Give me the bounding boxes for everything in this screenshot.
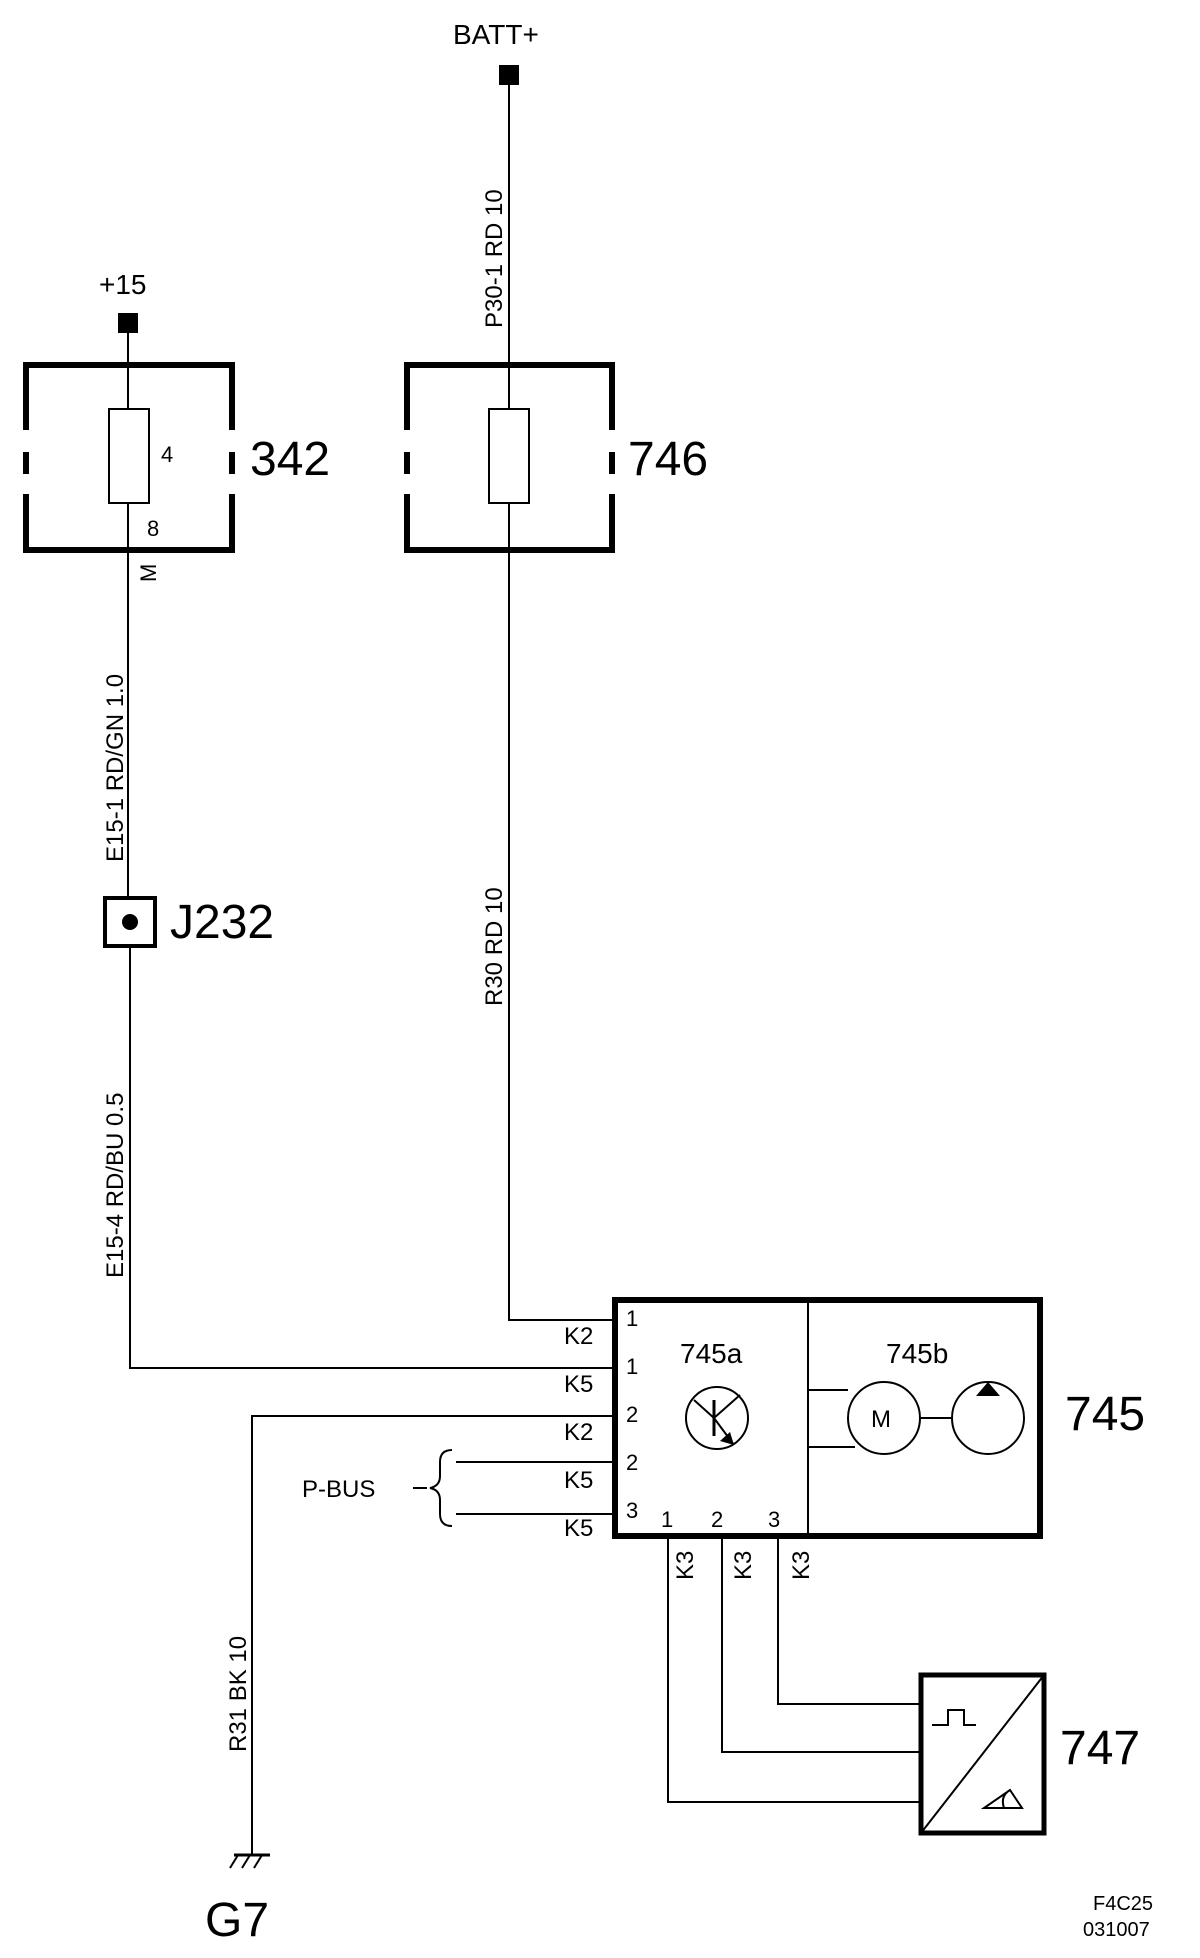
ground-icon [229, 1853, 270, 1869]
ign-terminal [118, 313, 138, 333]
connector-label: K2 [564, 1323, 593, 1350]
connector-label: K2 [564, 1419, 593, 1446]
fuse-746-label: 746 [628, 433, 708, 486]
fuse342-out-wire-label: E15-1 RD/GN 1.0 [102, 674, 129, 862]
pin-number: 2 [626, 1402, 638, 1427]
ign-supply-label: +15 [99, 269, 147, 300]
drawing-code-line2: 031007 [1083, 1919, 1150, 1941]
transistor-icon [685, 1386, 749, 1450]
pin-number: 2 [711, 1507, 723, 1532]
motor-label: M [871, 1406, 891, 1433]
sensor-747 [918, 1672, 1047, 1836]
fuse-342-pin-out: 8 [147, 516, 159, 541]
fuse746-out-wire-label: R30 RD 10 [481, 887, 508, 1006]
pin-number: 2 [626, 1450, 638, 1475]
pbus-brace [429, 1449, 453, 1527]
drawing-code-line1: F4C25 [1093, 1893, 1153, 1915]
module-bottom-pins: 1 2 3 K3 K3 K3 [661, 1507, 815, 1580]
fuse746-out-wire [508, 550, 613, 1321]
pulse-signal-icon [932, 1709, 976, 1726]
fuse-342: 4 8 [23, 362, 235, 553]
connector-label: K3 [672, 1551, 699, 1580]
connector-label: K5 [564, 1467, 593, 1494]
junction-j232-dot [122, 914, 138, 930]
module-left-pins: 1 K2 1 K5 2 K2 2 K5 3 K5 [564, 1306, 638, 1542]
fuse-342-element [108, 408, 150, 504]
connector-label: K5 [564, 1371, 593, 1398]
batt-supply-label: BATT+ [453, 19, 539, 50]
sensor-wire-1 [667, 1536, 921, 1803]
junction-out-wire [129, 946, 613, 1369]
pin-number: 3 [768, 1507, 780, 1532]
fuse-746 [404, 362, 615, 553]
fuse-342-label: 342 [250, 433, 330, 486]
sensor-wire-3 [777, 1536, 921, 1705]
pin-number: 3 [626, 1498, 638, 1523]
fuse-746-element [488, 408, 530, 504]
pin-number: 1 [626, 1306, 638, 1331]
connector-label: K3 [788, 1551, 815, 1580]
sensing-angle-icon [980, 1788, 1024, 1809]
pump-icon [951, 1381, 1025, 1455]
connector-label: K3 [730, 1551, 757, 1580]
sensor-747-label: 747 [1060, 1722, 1140, 1775]
ground-wire-label: R31 BK 10 [225, 1636, 252, 1752]
connector-label: K5 [564, 1515, 593, 1542]
ground-wire [251, 1415, 613, 1855]
fuse-342-mark: M [136, 564, 161, 582]
module-745b-label: 745b [886, 1338, 948, 1369]
pbus-label: P-BUS [302, 1476, 375, 1503]
sensor-wire-2 [721, 1536, 921, 1753]
batt-terminal [499, 65, 519, 85]
junction-j232-label: J232 [170, 896, 274, 949]
batt-feed-wire-label: P30-1 RD 10 [481, 189, 508, 328]
fuse-342-pin-in: 4 [161, 442, 173, 467]
module-745a-label: 745a [680, 1338, 743, 1369]
module-745-label: 745 [1065, 1388, 1145, 1441]
ground-g7-label: G7 [205, 1894, 269, 1947]
junction-out-wire-label: E15-4 RD/BU 0.5 [102, 1093, 129, 1278]
pin-number: 1 [661, 1507, 673, 1532]
pin-number: 1 [626, 1354, 638, 1379]
